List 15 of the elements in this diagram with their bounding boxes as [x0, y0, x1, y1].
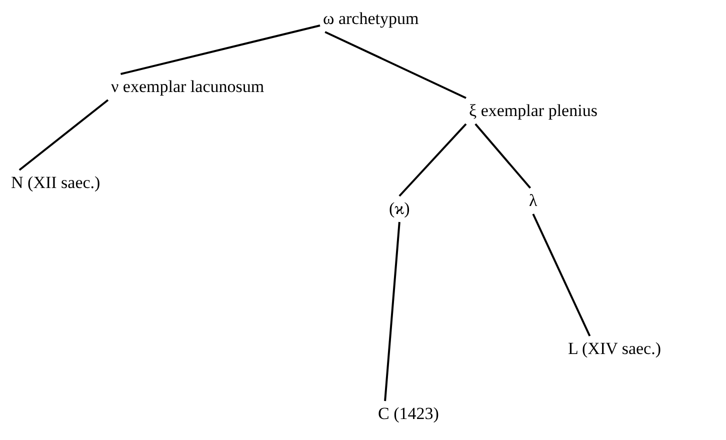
stemma-line — [18, 99, 109, 171]
stemma-line — [398, 123, 467, 197]
manuscript-label: λ — [526, 188, 540, 214]
stemma-line — [532, 214, 591, 336]
manuscript-label: (ϰ) — [386, 196, 413, 222]
stemma-line — [120, 24, 320, 75]
manuscript-label: ν exemplar lacunosum — [108, 74, 268, 100]
stemma-line — [474, 123, 532, 189]
manuscript-label: L (XIV saec.) — [565, 336, 664, 362]
stemma-line — [324, 31, 466, 99]
manuscript-label: ξ exemplar plenius — [466, 98, 600, 124]
manuscript-label: C (1423) — [375, 401, 442, 427]
stemma-line — [384, 222, 400, 402]
manuscript-label: ω archetypum — [320, 6, 422, 32]
manuscript-label: N (XII saec.) — [8, 170, 104, 196]
